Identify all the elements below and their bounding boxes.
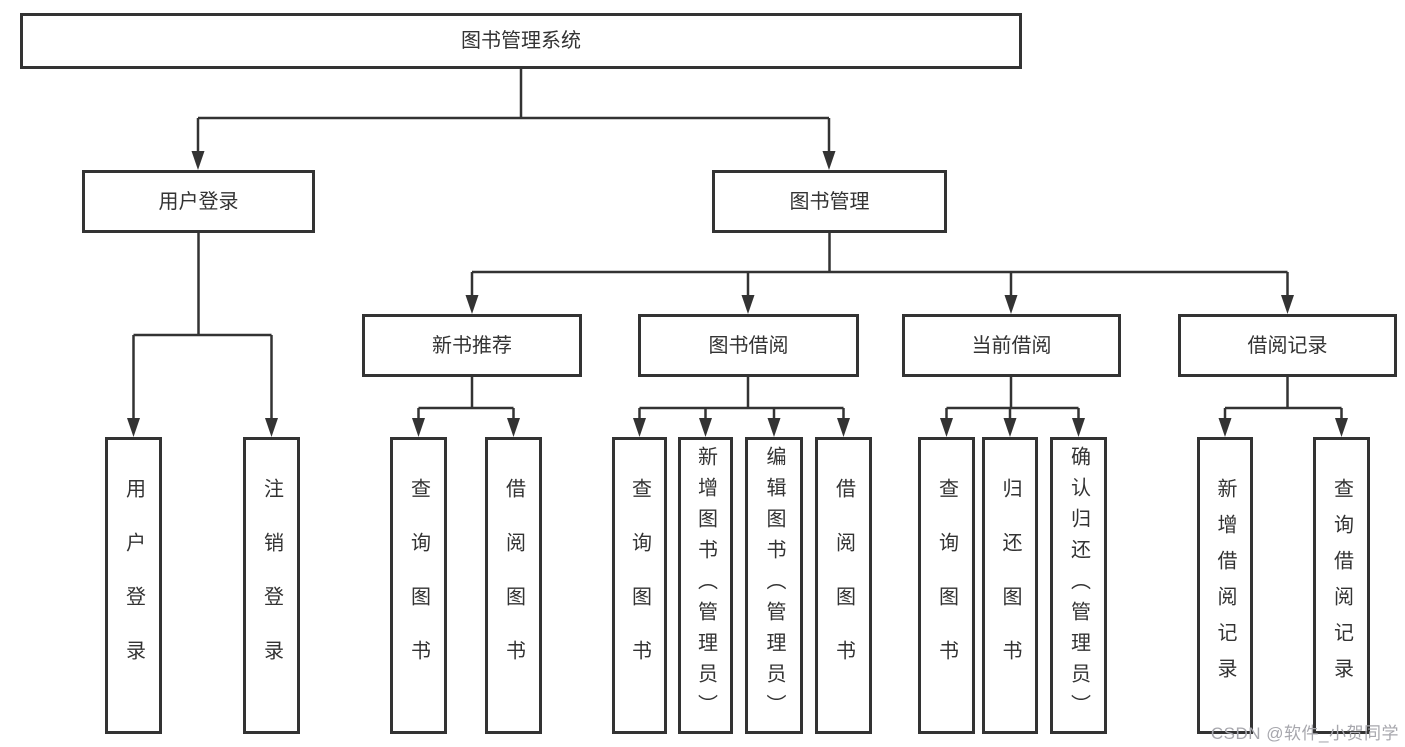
node-leaf-edit-book-admin: 编辑图书（管理员） [745, 437, 803, 734]
node-book-management-label: 图书管理 [789, 190, 870, 213]
node-leaf-add-borrow-record-label: 新增借阅记录 [1214, 477, 1236, 694]
node-leaf-edit-book-admin-label: 编辑图书（管理员） [763, 446, 785, 725]
node-leaf-logout-label: 注销登录 [260, 477, 283, 694]
node-new-book-recommend: 新书推荐 [362, 314, 582, 377]
node-leaf-query-book-recommend: 查询图书 [390, 437, 447, 734]
node-leaf-user-login: 用户登录 [105, 437, 162, 734]
node-leaf-user-login-label: 用户登录 [122, 477, 145, 694]
node-leaf-query-book-borrow-label: 查询图书 [628, 477, 651, 694]
node-current-borrow-label: 当前借阅 [971, 334, 1052, 357]
node-leaf-logout: 注销登录 [243, 437, 300, 734]
node-leaf-add-book-admin: 新增图书（管理员） [678, 437, 733, 734]
node-leaf-borrow-book-borrow-label: 借阅图书 [832, 477, 855, 694]
node-user-login: 用户登录 [82, 170, 315, 233]
node-leaf-confirm-return-admin-label: 确认归还（管理员） [1067, 446, 1090, 725]
node-leaf-add-borrow-record: 新增借阅记录 [1197, 437, 1253, 734]
node-root: 图书管理系统 [20, 13, 1022, 69]
node-new-book-recommend-label: 新书推荐 [432, 334, 512, 357]
node-leaf-borrow-book-borrow: 借阅图书 [815, 437, 872, 734]
node-root-label: 图书管理系统 [461, 30, 581, 52]
node-leaf-return-book: 归还图书 [982, 437, 1038, 734]
node-leaf-query-borrow-record: 查询借阅记录 [1313, 437, 1370, 734]
node-leaf-confirm-return-admin: 确认归还（管理员） [1050, 437, 1107, 734]
node-leaf-query-book-borrow: 查询图书 [612, 437, 667, 734]
csdn-watermark: CSDN @软件_小贺同学 [1210, 724, 1399, 743]
node-leaf-borrow-book-recommend: 借阅图书 [485, 437, 542, 734]
node-leaf-return-book-label: 归还图书 [999, 477, 1021, 694]
node-current-borrow: 当前借阅 [902, 314, 1121, 377]
node-leaf-add-book-admin-label: 新增图书（管理员） [694, 446, 717, 725]
arrowheads [127, 151, 1348, 437]
node-leaf-query-book-current: 查询图书 [918, 437, 975, 734]
node-book-management: 图书管理 [712, 170, 947, 233]
node-leaf-query-book-current-label: 查询图书 [935, 477, 958, 694]
node-borrow-records: 借阅记录 [1178, 314, 1397, 377]
node-borrow-records-label: 借阅记录 [1247, 334, 1328, 357]
node-leaf-query-book-recommend-label: 查询图书 [407, 477, 430, 694]
node-leaf-query-borrow-record-label: 查询借阅记录 [1330, 477, 1353, 694]
node-user-login-label: 用户登录 [158, 190, 239, 213]
node-leaf-borrow-book-recommend-label: 借阅图书 [502, 477, 525, 694]
node-book-borrow-label: 图书借阅 [708, 334, 789, 357]
node-book-borrow: 图书借阅 [638, 314, 859, 377]
